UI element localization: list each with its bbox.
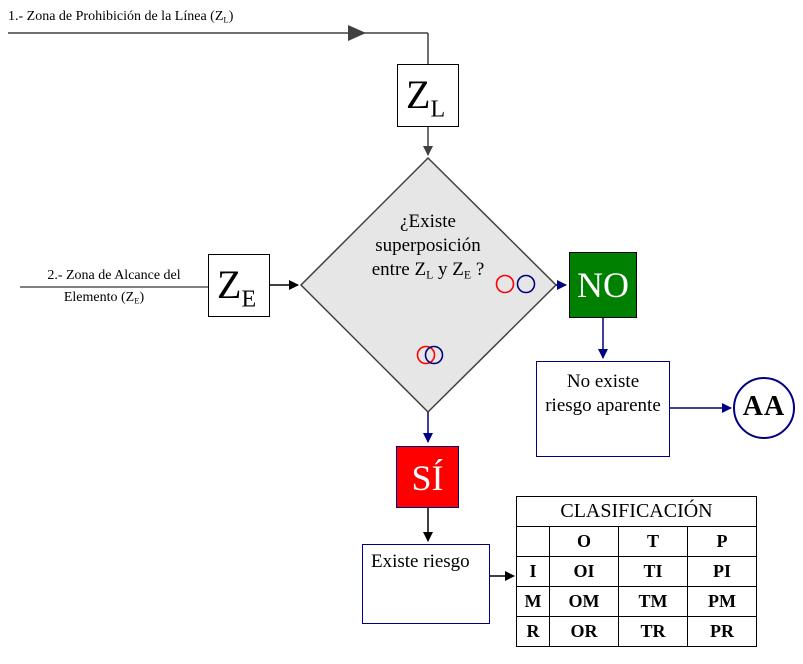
table-cell: TR (618, 616, 688, 647)
table-header-cell: P (687, 526, 757, 557)
input1-arrow-head (348, 25, 366, 41)
risk-box: Existe riesgo (362, 544, 490, 624)
aa-circle-shape (733, 377, 795, 439)
circle-red-overlap-icon (416, 345, 436, 365)
classification-table: CLASIFICACIÓN O T P I OI TI PI M OM TM P… (516, 496, 757, 647)
zl-box: ZL (397, 64, 459, 127)
no-box: NO (569, 252, 637, 318)
aa-label: AA (742, 391, 786, 422)
table-cell: PM (687, 586, 757, 617)
table-row: R OR TR PR (516, 616, 757, 647)
table-cell: OM (549, 586, 619, 617)
circle-blue-overlap-icon (424, 345, 444, 365)
table-cell: I (516, 556, 550, 587)
table-header-row: O T P (516, 526, 757, 557)
decision-question: ¿Existe superposición entre ZL y ZE ? (371, 211, 485, 282)
no-risk-box: No existe riesgo aparente (536, 361, 670, 457)
table-header-cell (516, 526, 550, 557)
table-cell: M (516, 586, 550, 617)
table-row: M OM TM PM (516, 586, 757, 617)
circle-red-separate-icon (495, 274, 515, 294)
input2-label: 2.- Zona de Alcance del (47, 268, 181, 283)
circle-blue-separate-icon (516, 274, 536, 294)
input1-label: 1.- Zona de Prohibición de la Línea (ZL) (8, 9, 234, 25)
si-box: SÍ (396, 446, 459, 508)
table-header-cell: T (618, 526, 688, 557)
ze-box: ZE (208, 254, 270, 317)
table-cell: R (516, 616, 550, 647)
table-cell: TM (618, 586, 688, 617)
table-cell: PI (687, 556, 757, 587)
classification-title: CLASIFICACIÓN (516, 496, 757, 527)
table-cell: OI (549, 556, 619, 587)
input2-label-line2: Elemento (ZE) (63, 290, 145, 306)
table-header-cell: O (549, 526, 619, 557)
table-cell: PR (687, 616, 757, 647)
table-cell: OR (549, 616, 619, 647)
table-cell: TI (618, 556, 688, 587)
table-row: I OI TI PI (516, 556, 757, 587)
